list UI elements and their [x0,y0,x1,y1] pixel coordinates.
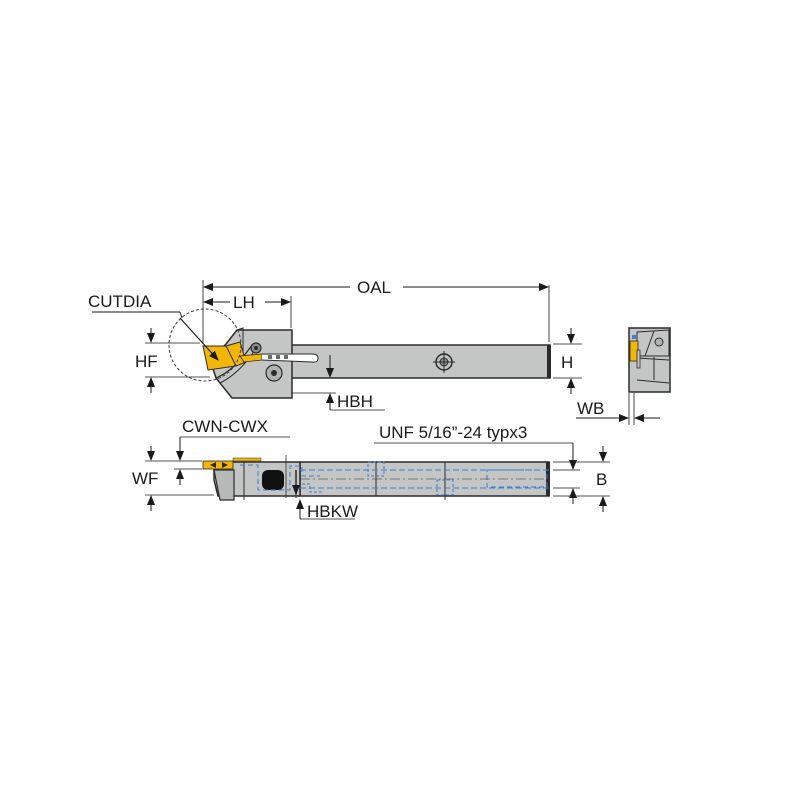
cutdia-label: CUTDIA [88,292,152,311]
top-view: CWN-CWX WF HBKW UNF 5/16”-24 typx3 B [132,417,610,521]
end-view: WB [576,327,671,425]
hbh-label: HBH [337,392,373,411]
cwn-cwx-label: CWN-CWX [182,417,268,436]
cutdia-circle [168,308,242,382]
lh-label: LH [233,293,255,312]
wf-label: WF [132,469,158,488]
unf-label: UNF 5/16”-24 typx3 [379,423,527,442]
b-label: B [596,470,607,489]
wb-label: WB [577,399,604,418]
shank [289,344,551,379]
oal-label: OAL [357,278,391,297]
screw-icon [433,351,455,373]
pocket [262,470,284,490]
top-insert [202,460,234,470]
h-label: H [561,353,573,372]
side-view: CUTDIA HF OAL LH H HBH [88,278,582,411]
hbkw-label: HBKW [307,502,358,521]
hf-label: HF [135,352,158,371]
